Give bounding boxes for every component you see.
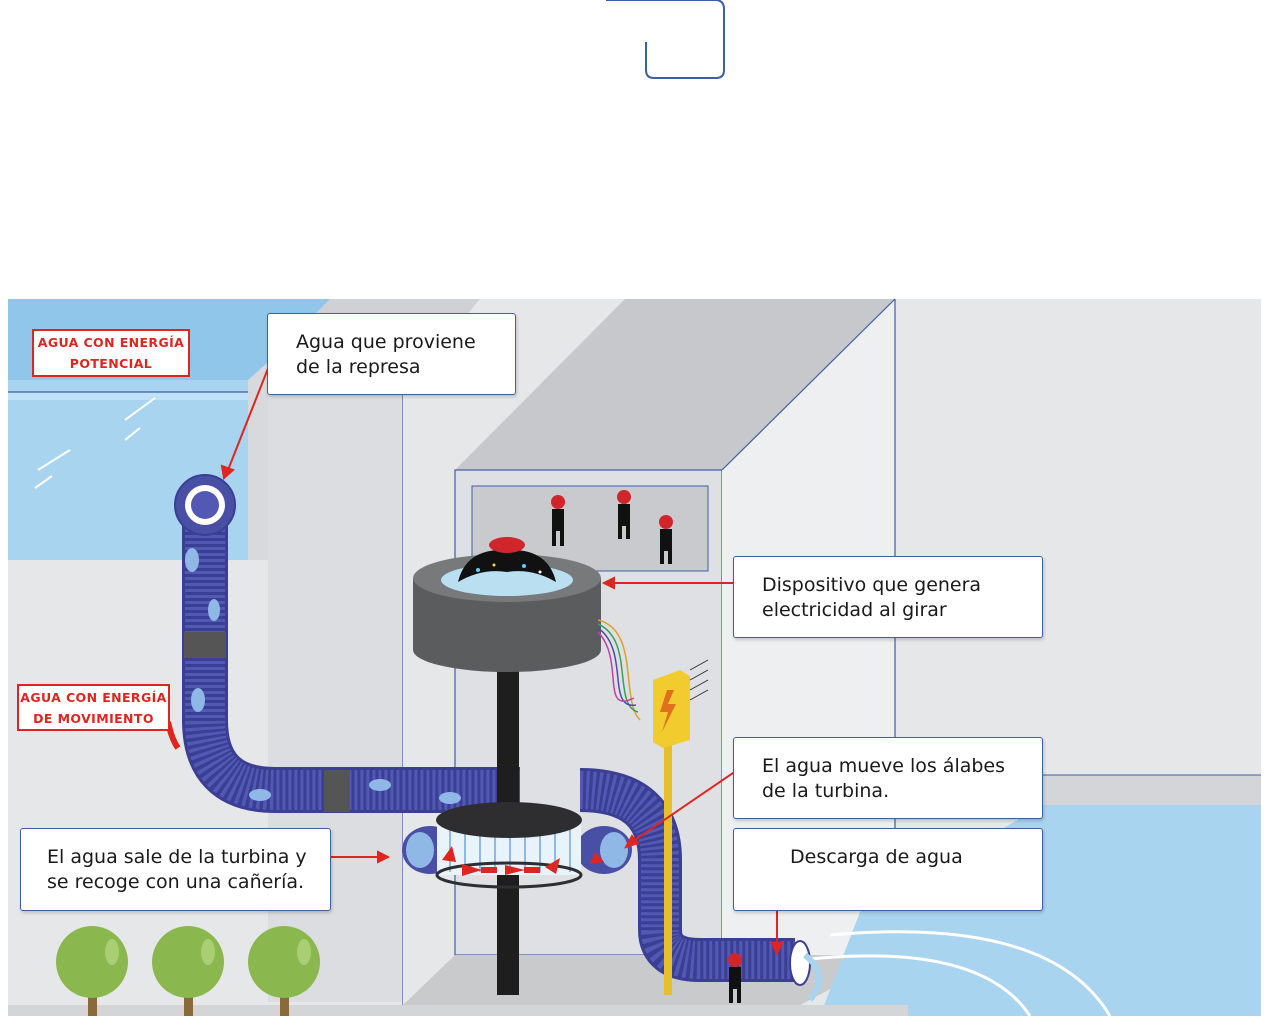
callout-dam-water: Agua que proviene de la represa xyxy=(267,313,516,395)
worker-icon xyxy=(728,953,742,1003)
worker-icon xyxy=(617,490,631,539)
tree-icon xyxy=(248,926,320,1016)
worker-icon xyxy=(659,515,673,564)
label-movement-energy: AGUA CON ENERGÍA DE MOVIMIENTO xyxy=(17,684,170,731)
callout-turbine-blades: El agua mueve los álabes de la turbina. xyxy=(733,737,1043,819)
penstock-pipe xyxy=(174,474,520,813)
label-potential-energy: AGUA CON ENERGÍA POTENCIAL xyxy=(32,329,190,377)
callout-outlet: El agua sale de la turbina y se recoge c… xyxy=(20,828,331,911)
turbine xyxy=(402,802,632,889)
tree-icon xyxy=(152,926,224,1016)
electric-box-icon xyxy=(653,659,709,995)
outlet-pipe xyxy=(579,768,822,1002)
callout-discharge: Descarga de agua xyxy=(733,828,1043,911)
callout-generator: Dispositivo que genera electricidad al g… xyxy=(733,556,1043,638)
generator xyxy=(413,537,641,995)
page-header-tab xyxy=(606,0,725,79)
tree-icon xyxy=(56,926,128,1016)
worker-icon xyxy=(551,495,565,546)
